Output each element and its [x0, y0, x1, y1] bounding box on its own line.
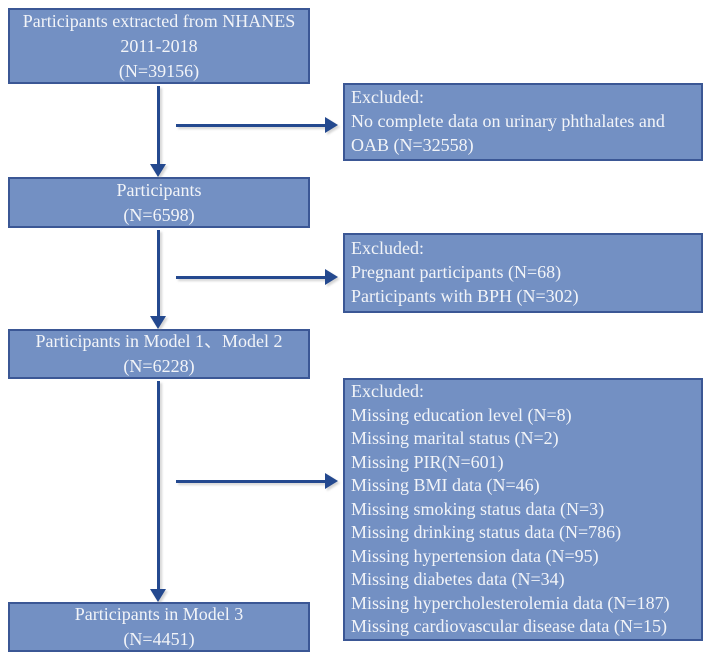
arrow-shaft — [176, 480, 326, 483]
excluded-text-line: Missing hypercholesterolemia data (N=187… — [351, 592, 670, 613]
arrow-head — [150, 164, 166, 177]
excluded-text-line: Missing smoking status data (N=3) — [351, 498, 605, 519]
excluded-text-line: Missing education level (N=8) — [351, 404, 572, 425]
arrow-head — [325, 117, 338, 133]
excluded-text-line: Missing cardiovascular disease data (N=1… — [351, 616, 668, 637]
box-text-line: Participants in Model 3 — [74, 604, 244, 624]
excluded-text-line: Excluded: — [351, 87, 424, 108]
excluded-text-line: Excluded: — [351, 381, 424, 402]
excluded-text-line: Missing marital status (N=2) — [351, 428, 559, 449]
excluded-box-2: Excluded: Pregnant participants (N=68) P… — [343, 233, 703, 313]
box-text-line: (N=4451) — [123, 629, 195, 649]
arrow-down-2-icon — [150, 230, 167, 329]
arrow-head — [325, 473, 338, 489]
box-text-line: (N=6598) — [123, 204, 195, 225]
arrow-head — [325, 269, 338, 285]
excluded-text-line: Missing diabetes data (N=34) — [351, 569, 565, 590]
excluded-box-1: Excluded: No complete data on urinary ph… — [343, 83, 703, 161]
model3-box: Participants in Model 3 (N=4451) — [8, 602, 310, 652]
excluded-text-line: Excluded: — [351, 238, 424, 259]
excluded-text-line: Missing hypertension data (N=95) — [351, 545, 599, 566]
excluded-text-line: Missing drinking status data (N=786) — [351, 522, 622, 543]
excluded-text-line: No complete data on urinary phthalates a… — [351, 111, 665, 155]
start-population-box: Participants extracted from NHANES 2011-… — [8, 8, 310, 84]
arrow-head — [150, 589, 166, 602]
arrow-down-1-icon — [150, 86, 167, 177]
box-text-line: (N=6228) — [123, 356, 195, 376]
excluded-text-line: Participants with BPH (N=302) — [351, 285, 579, 306]
arrow-right-3-icon — [176, 473, 338, 490]
participants-box: Participants (N=6598) — [8, 177, 310, 228]
excluded-text-line: Missing PIR(N=601) — [351, 451, 504, 472]
arrow-shaft — [157, 230, 160, 317]
arrow-down-3-icon — [150, 381, 167, 602]
arrow-shaft — [157, 381, 160, 590]
excluded-text-line: Missing BMI data (N=46) — [351, 475, 540, 496]
box-text-line: 2011-2018 — [120, 35, 198, 56]
excluded-text-line: Pregnant participants (N=68) — [351, 262, 562, 283]
arrow-shaft — [157, 86, 160, 165]
box-text-line: Participants — [116, 179, 202, 200]
arrow-head — [150, 316, 166, 329]
model1-model2-box: Participants in Model 1、Model 2 (N=6228) — [8, 329, 310, 379]
box-text-line: (N=39156) — [118, 60, 200, 81]
excluded-box-3: Excluded: Missing education level (N=8) … — [343, 378, 703, 641]
arrow-right-2-icon — [176, 269, 338, 286]
arrow-shaft — [176, 276, 326, 279]
box-text-line: Participants in Model 1、Model 2 — [35, 331, 283, 351]
arrow-right-1-icon — [176, 117, 338, 134]
arrow-shaft — [176, 124, 326, 127]
box-text-line: Participants extracted from NHANES — [22, 10, 296, 31]
